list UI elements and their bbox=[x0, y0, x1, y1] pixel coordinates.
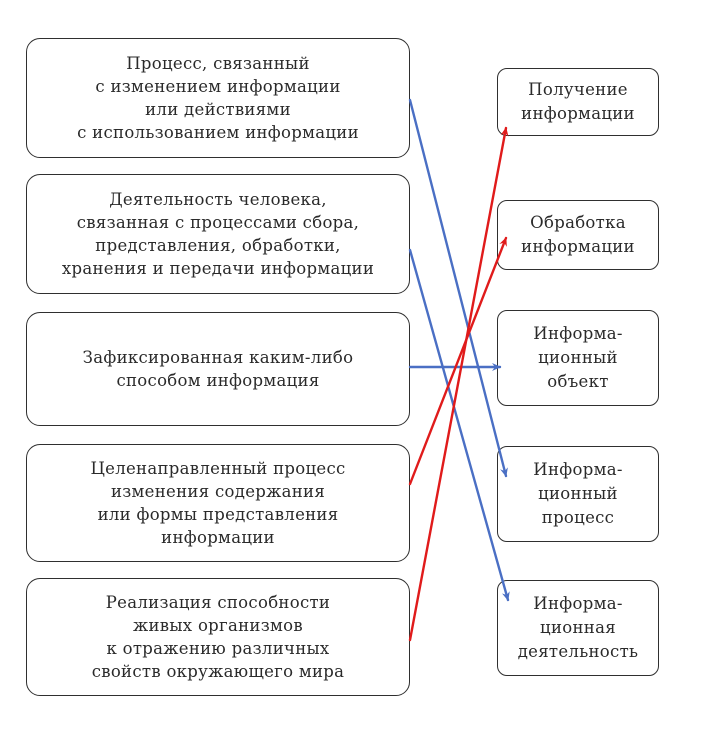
left-box-process-definition: Процесс, связанный с изменением информац… bbox=[26, 38, 410, 158]
right-box-receiving: Получение информации bbox=[497, 68, 659, 136]
left-box-activity-definition: Деятельность человека, связанная с проце… bbox=[26, 174, 410, 294]
left-box-processing-definition: Целенаправленный процесс изменения содер… bbox=[26, 444, 410, 562]
right-box-process: Информа- ционный процесс bbox=[497, 446, 659, 542]
arrow-activity-definition-to-activity bbox=[408, 248, 510, 602]
left-box-object-definition: Зафиксированная каким-либо способом инфо… bbox=[26, 312, 410, 426]
left-box-receiving-definition: Реализация способности живых организмов … bbox=[26, 578, 410, 696]
arrow-receiving-definition-to-receiving bbox=[408, 126, 509, 642]
right-box-object: Информа- ционный объект bbox=[497, 310, 659, 406]
arrow-processing-definition-to-processing bbox=[408, 236, 508, 486]
right-box-activity: Информа- ционная деятельность bbox=[497, 580, 659, 676]
arrow-process-definition-to-process bbox=[408, 98, 508, 478]
right-box-processing: Обработка информации bbox=[497, 200, 659, 270]
